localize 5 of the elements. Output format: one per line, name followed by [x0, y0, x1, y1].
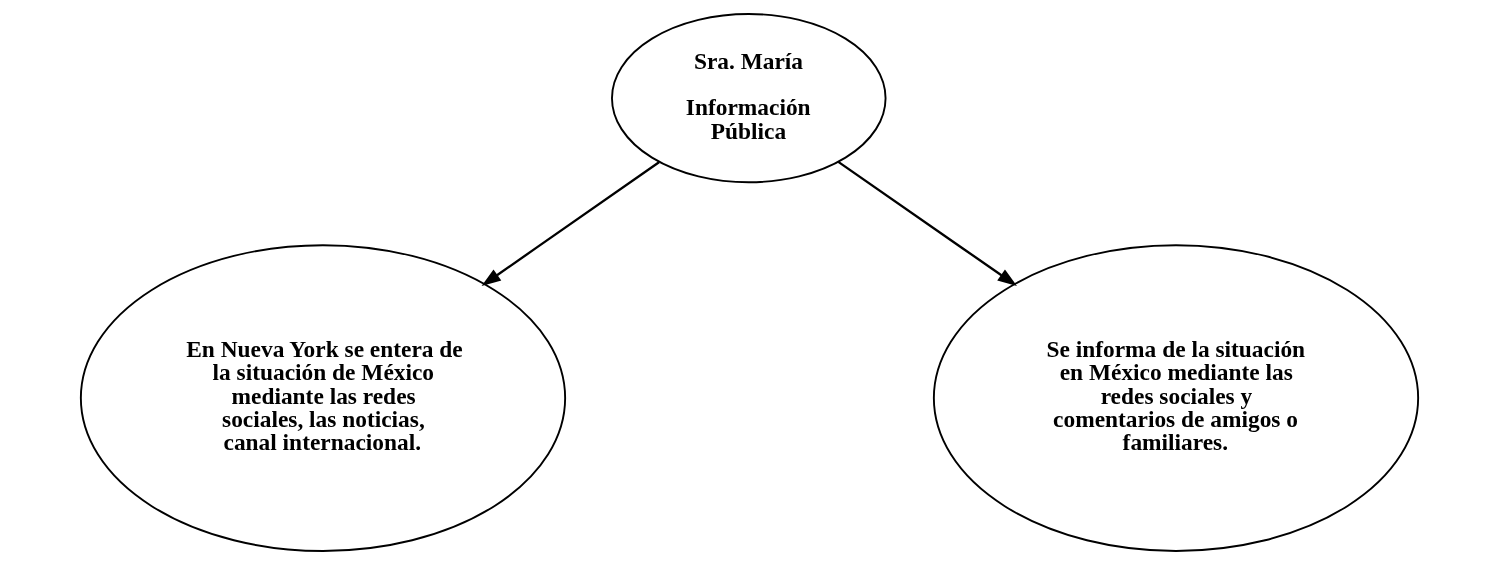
- arrow: [837, 160, 1017, 287]
- node-ellipse: Sra. María Información Pública: [611, 13, 887, 184]
- arrow: [481, 161, 660, 286]
- node-ellipse: Se informa de la situación en México mediante las redes sociales y comentarios de amigos o familiares.: [932, 244, 1420, 552]
- node-ellipse: En Nueva York se entera de la situación de México mediante las redes sociales, las noticias, canal internacional.: [79, 244, 567, 552]
